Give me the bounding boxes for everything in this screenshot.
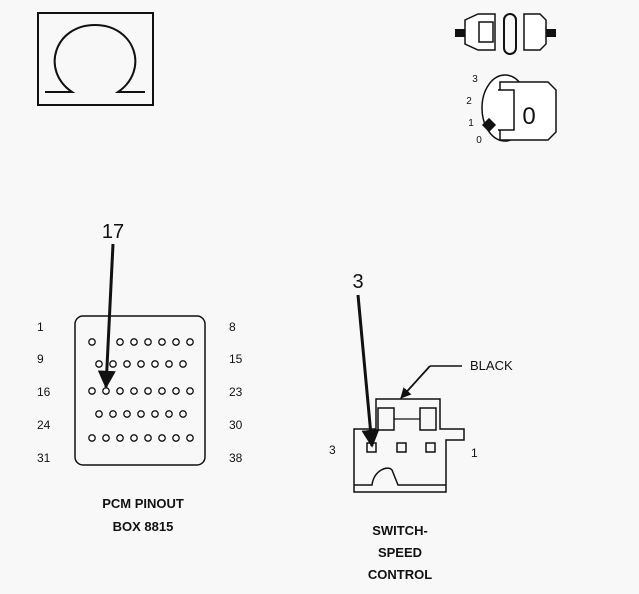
pcm-left-label-row1: 1 — [37, 320, 44, 334]
pcm-pin-r2-6 — [165, 360, 173, 368]
pcm-right-label-row2: 15 — [229, 352, 243, 366]
pcm-pin-r2-7 — [179, 360, 187, 368]
switch-latch-left — [377, 407, 395, 431]
pcm-caption-line1: PCM PINOUT — [102, 496, 184, 511]
switch-right-pin-label: 1 — [471, 446, 478, 460]
switch-caption-line1: SWITCH- — [372, 523, 428, 538]
key-position-0: 0 — [476, 135, 482, 146]
key-position-3: 3 — [472, 74, 478, 85]
key-position-2: 2 — [466, 96, 472, 107]
pcm-callout-label: 17 — [102, 221, 124, 243]
pcm-pin-r1-5 — [158, 338, 166, 346]
black-wire-label: BLACK — [470, 358, 513, 373]
switch-caption-line2: SPEED — [378, 545, 422, 560]
switch-callout-arrow — [356, 294, 380, 448]
switch-latch-right — [419, 407, 437, 431]
pcm-pin-r4-2 — [109, 410, 117, 418]
pcm-pin-r3-4 — [130, 387, 138, 395]
switch-connector-body — [353, 398, 465, 493]
pcm-pin-r4-4 — [137, 410, 145, 418]
pcm-caption-line2: BOX 8815 — [113, 519, 174, 534]
pcm-pin-r1-3 — [130, 338, 138, 346]
pcm-left-label-row5: 31 — [37, 451, 51, 465]
pcm-pin-r2-4 — [137, 360, 145, 368]
pcm-pin-r3-3 — [116, 387, 124, 395]
pcm-right-label-row1: 8 — [229, 320, 236, 334]
ohmmeter-symbol-icon — [37, 12, 154, 106]
black-wire-arrow — [400, 365, 431, 399]
pcm-pin-r3-2 — [102, 387, 110, 395]
pcm-pin-r5-3 — [116, 434, 124, 442]
connector-fuse-icon — [455, 13, 556, 55]
ignition-key-icon: 0 3 2 1 0 — [466, 74, 557, 146]
pcm-pin-r2-3 — [123, 360, 131, 368]
pcm-pin-r5-2 — [102, 434, 110, 442]
pcm-pin-grid — [88, 338, 194, 442]
pcm-pin-r1-4 — [144, 338, 152, 346]
pcm-pin-r5-4 — [130, 434, 138, 442]
pcm-pin-r4-5 — [151, 410, 159, 418]
pcm-pin-r3-1 — [88, 387, 96, 395]
switch-terminal-2 — [396, 442, 407, 453]
pcm-right-label-row5: 38 — [229, 451, 243, 465]
pcm-pin-r4-1 — [95, 410, 103, 418]
pcm-pin-r5-5 — [144, 434, 152, 442]
pcm-pin-r2-2 — [109, 360, 117, 368]
pcm-pin-r3-5 — [144, 387, 152, 395]
pcm-callout-arrow — [97, 243, 116, 389]
pcm-pin-r2-5 — [151, 360, 159, 368]
switch-callout-label: 3 — [352, 271, 363, 293]
key-position-1: 1 — [468, 118, 474, 129]
pcm-connector: 17 1 9 16 24 31 8 15 23 30 38 PCM PINOUT… — [37, 221, 243, 534]
pcm-pin-r4-6 — [165, 410, 173, 418]
pcm-pin-r4-3 — [123, 410, 131, 418]
pcm-left-label-row3: 16 — [37, 385, 51, 399]
pcm-pin-r5-7 — [172, 434, 180, 442]
pcm-pin-r1-6 — [172, 338, 180, 346]
speed-control-switch-connector: BLACK 3 3 1 SWITCH- SPEED CONTROL — [329, 271, 513, 582]
pcm-pin-r5-8 — [186, 434, 194, 442]
pcm-left-label-row4: 24 — [37, 418, 51, 432]
pcm-pin-r2-1 — [95, 360, 103, 368]
pcm-left-label-row2: 9 — [37, 352, 44, 366]
pcm-pin-r1-7 — [186, 338, 194, 346]
pcm-pin-r3-8 — [186, 387, 194, 395]
pcm-pin-r3-6 — [158, 387, 166, 395]
pcm-right-label-row3: 23 — [229, 385, 243, 399]
pcm-pin-r3-7 — [172, 387, 180, 395]
pcm-pin-r1-2 — [116, 338, 124, 346]
pcm-pin-r1-1 — [88, 338, 96, 346]
pcm-pin-r4-7 — [179, 410, 187, 418]
switch-left-pin-label: 3 — [329, 443, 336, 457]
key-cylinder-label: 0 — [522, 103, 535, 130]
pcm-pin-r5-6 — [158, 434, 166, 442]
pcm-pin-r5-1 — [88, 434, 96, 442]
switch-terminal-1 — [425, 442, 436, 453]
switch-caption-line3: CONTROL — [368, 567, 432, 582]
pcm-right-label-row4: 30 — [229, 418, 243, 432]
